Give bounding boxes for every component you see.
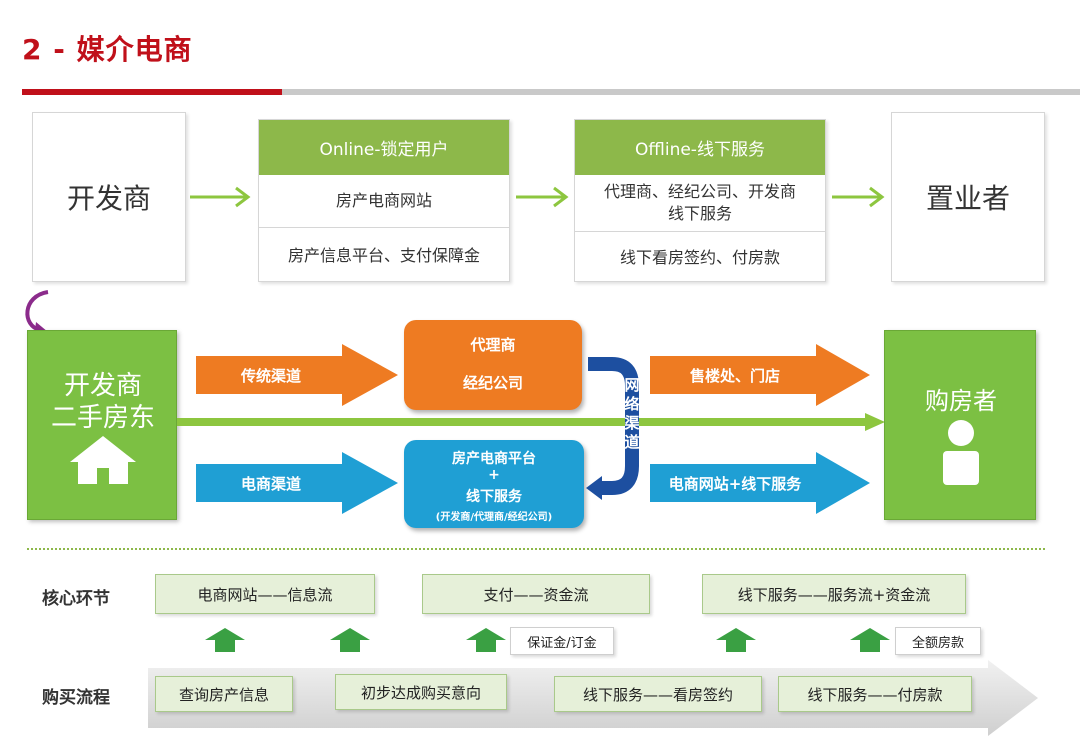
section-divider: [27, 548, 1045, 550]
web-offline-label: 电商网站+线下服务: [668, 474, 802, 493]
network-channel-bracket: [586, 357, 639, 500]
seller-label-1: 开发商: [63, 371, 142, 401]
seller-label-2: 二手房东: [50, 403, 155, 433]
traditional-channel-label: 传统渠道: [240, 366, 301, 385]
sales-office-label: 售楼处、门店: [689, 366, 780, 385]
direct-arrow: [177, 413, 885, 431]
process-step-4: 线下服务——付房款: [778, 676, 972, 712]
core-item-cash-flow: 支付——资金流: [422, 574, 650, 614]
ecommerce-platform-box: 房产电商平台 + 线下服务 (开发商/代理商/经纪公司): [404, 440, 584, 528]
up-arrow-icon: [466, 628, 506, 652]
online-column: Online-锁定用户 房产电商网站 房产信息平台、支付保障金: [258, 119, 510, 282]
up-arrow-icon: [330, 628, 370, 652]
offline-row-1-line-2: 线下服务: [667, 203, 732, 223]
flow-arrow-1: [190, 186, 251, 208]
broker-label: 经纪公司: [462, 374, 523, 392]
home-buyer-label: 购房者: [925, 387, 997, 415]
sales-office-arrow: [650, 344, 870, 406]
ecommerce-channel-arrow: [196, 452, 398, 514]
developer-box: 开发商: [32, 112, 186, 282]
title-underline-grey: [282, 89, 1080, 95]
network-char-3: 渠: [624, 414, 640, 432]
process-step-3: 线下服务——看房签约: [554, 676, 762, 712]
core-label: 核心环节: [42, 589, 110, 609]
home-buyer-box: 购房者: [884, 330, 1036, 520]
core-item-info-flow: 电商网站——信息流: [155, 574, 375, 614]
web-offline-arrow: [650, 452, 870, 514]
property-buyer-label: 置业者: [925, 182, 1010, 215]
network-char-4: 道: [624, 433, 640, 451]
offline-row-1-line-1: 代理商、经纪公司、开发商: [603, 181, 796, 201]
network-char-2: 络: [624, 395, 640, 413]
platform-plus: +: [488, 467, 500, 483]
online-row-2: 房产信息平台、支付保障金: [287, 245, 480, 265]
offline-row-2: 线下看房签约、付房款: [619, 247, 780, 267]
developer-label: 开发商: [66, 182, 151, 215]
house-icon: [70, 436, 136, 484]
online-head: Online-锁定用户: [259, 120, 509, 175]
person-icon: [943, 420, 979, 485]
offline-head: Offline-线下服务: [575, 120, 825, 175]
property-buyer-box: 置业者: [891, 112, 1045, 282]
offline-row-1: 代理商、经纪公司、开发商 线下服务: [575, 175, 825, 230]
agent-label: 代理商: [470, 336, 516, 354]
platform-label-1: 房产电商平台: [452, 451, 536, 467]
network-char-1: 网: [624, 376, 640, 394]
offline-divider: [575, 231, 825, 232]
platform-label-2: 线下服务: [466, 489, 522, 505]
up-arrow-icon: [850, 628, 890, 652]
title-underline-red: [22, 89, 282, 95]
seller-box: 开发商 二手房东: [27, 330, 177, 520]
platform-sub-label: (开发商/代理商/经纪公司): [435, 512, 553, 523]
online-divider: [259, 227, 509, 228]
online-row-1: 房产电商网站: [335, 191, 432, 210]
up-arrow-icon: [716, 628, 756, 652]
network-channel-label: 网 络 渠 道: [622, 376, 642, 452]
agent-broker-box: 代理商 经纪公司: [404, 320, 582, 410]
deposit-tag: 保证金/订金: [510, 627, 614, 655]
process-label: 购买流程: [42, 688, 110, 708]
full-payment-tag: 全额房款: [895, 627, 981, 655]
ecommerce-channel-label: 电商渠道: [240, 474, 301, 493]
process-step-2: 初步达成购买意向: [335, 674, 507, 710]
offline-column: Offline-线下服务 代理商、经纪公司、开发商 线下服务 线下看房签约、付房…: [574, 119, 826, 282]
flow-arrow-3: [832, 186, 885, 208]
page-title: 2 - 媒介电商: [22, 33, 193, 66]
process-step-1: 查询房产信息: [155, 676, 293, 712]
flow-arrow-2: [516, 186, 569, 208]
core-item-service-flow: 线下服务——服务流+资金流: [702, 574, 966, 614]
up-arrow-icon: [205, 628, 245, 652]
traditional-channel-arrow: [196, 344, 398, 406]
